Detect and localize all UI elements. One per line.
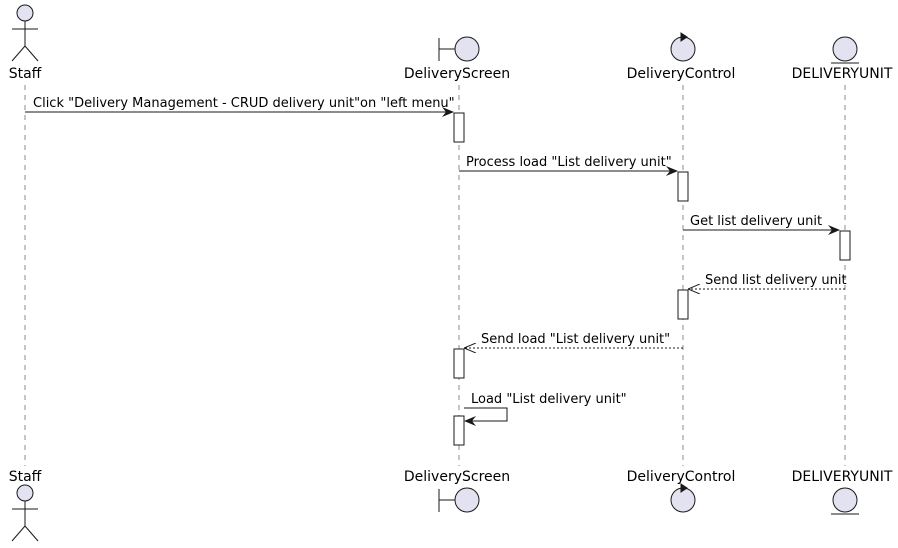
activation-bar bbox=[453, 348, 465, 379]
boundary-icon bbox=[438, 36, 480, 62]
participant-name-screen: DeliveryScreen bbox=[404, 66, 510, 82]
message-label: Click "Delivery Management - CRUD delive… bbox=[33, 96, 455, 111]
participant-name-staff: Staff bbox=[9, 66, 42, 82]
message-label: Send load "List delivery unit" bbox=[481, 332, 670, 347]
message-arrow bbox=[464, 407, 508, 426]
actor-icon bbox=[11, 4, 39, 62]
activation-bar bbox=[677, 171, 689, 202]
actor-icon bbox=[11, 484, 39, 542]
entity-icon bbox=[831, 36, 859, 64]
activation-bar bbox=[453, 112, 465, 143]
entity-icon bbox=[831, 487, 859, 515]
message-label: Get list delivery unit bbox=[690, 214, 822, 229]
message-label: Send list delivery unit bbox=[705, 273, 847, 288]
participant-name-screen-bottom: DeliveryScreen bbox=[404, 469, 510, 485]
activation-bar bbox=[677, 289, 689, 320]
control-icon bbox=[670, 483, 696, 513]
boundary-icon bbox=[438, 487, 480, 513]
participant-name-unit-bottom: DELIVERYUNIT bbox=[792, 469, 893, 485]
participant-name-unit: DELIVERYUNIT bbox=[792, 66, 893, 82]
activation-bar bbox=[839, 230, 851, 261]
participant-name-staff-bottom: Staff bbox=[9, 469, 42, 485]
activation-bar bbox=[453, 415, 465, 446]
message-label: Load "List delivery unit" bbox=[471, 392, 627, 407]
message-label: Process load "List delivery unit" bbox=[466, 155, 672, 170]
participant-name-control-bottom: DeliveryControl bbox=[627, 469, 736, 485]
participant-name-control: DeliveryControl bbox=[627, 66, 736, 82]
control-icon bbox=[670, 32, 696, 62]
